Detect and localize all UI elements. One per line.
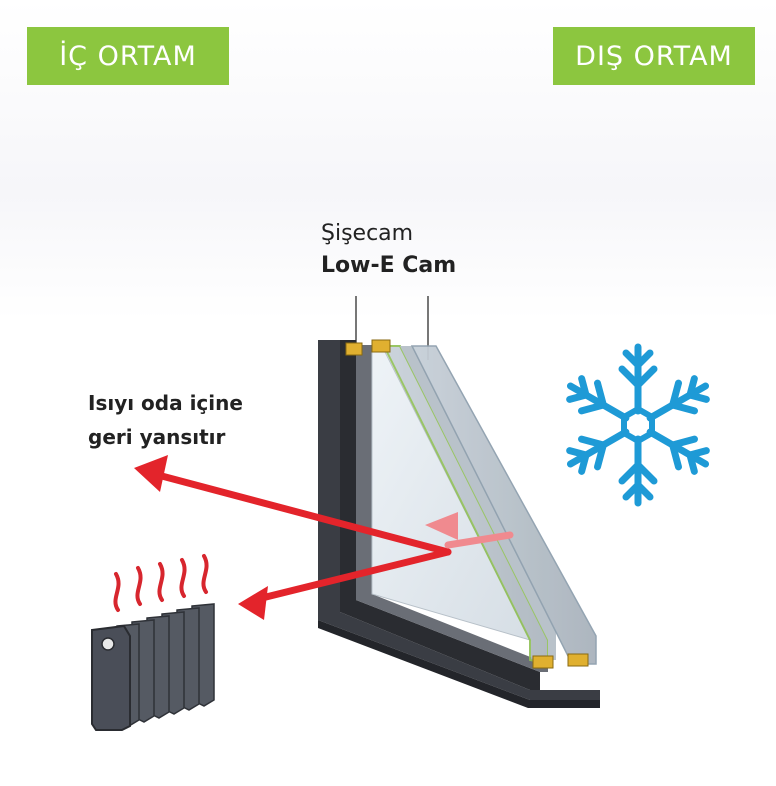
heat-reflect-label: Isıyı oda içine geri yansıtır [88, 386, 243, 454]
heat-reflect-line-2: geri yansıtır [88, 425, 226, 449]
glass-type-text: Low-E Cam [321, 253, 457, 278]
outside-environment-badge: DIŞ ORTAM [553, 27, 755, 85]
radiator-icon [91, 554, 215, 731]
snowflake-icon [562, 343, 713, 503]
double-glazing-window [318, 339, 600, 708]
heat-waves-icon [113, 554, 209, 612]
glass-label: Şişecam Low-E Cam [321, 218, 456, 282]
heat-reflect-line-1: Isıyı oda içine [88, 391, 243, 415]
glass-brand-text: Şişecam [321, 221, 414, 246]
heat-reflection-arrows [134, 455, 514, 620]
inside-environment-badge: İÇ ORTAM [27, 27, 229, 85]
